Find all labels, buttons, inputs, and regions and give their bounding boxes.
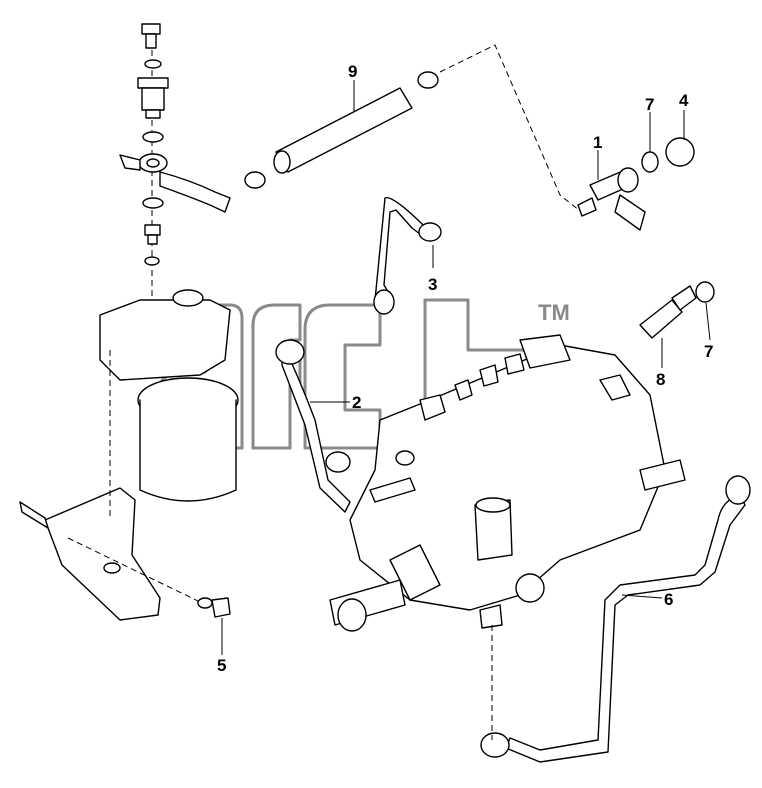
hollow-screw-8 bbox=[639, 281, 715, 339]
callout-2: 2 bbox=[352, 393, 361, 412]
fuel-hose-9 bbox=[244, 71, 439, 189]
callout-labels: 9 1 7 4 3 7 8 2 6 5 bbox=[217, 62, 713, 675]
fuel-pipe-2 bbox=[281, 341, 351, 513]
fuel-return-pipe bbox=[159, 171, 231, 213]
fuel-pipe-6 bbox=[505, 494, 746, 763]
callout-leaders bbox=[221, 80, 711, 655]
cap-nut-4 bbox=[665, 137, 695, 167]
sealing-washer-7b bbox=[695, 281, 715, 303]
watermark-trademark: TM bbox=[538, 300, 570, 325]
fuel-filter-assembly bbox=[99, 289, 239, 502]
banjo-bolt-stack bbox=[119, 23, 169, 300]
callout-5: 5 bbox=[217, 656, 226, 675]
callout-3: 3 bbox=[428, 275, 437, 294]
callout-7-top: 7 bbox=[645, 95, 654, 114]
mounting-bracket bbox=[19, 350, 231, 621]
callout-4: 4 bbox=[679, 91, 689, 110]
callout-8: 8 bbox=[656, 370, 665, 389]
sealing-washer-7 bbox=[641, 151, 659, 173]
banjo-fitting-1 bbox=[577, 137, 695, 231]
callout-1: 1 bbox=[593, 133, 602, 152]
callout-6: 6 bbox=[664, 590, 673, 609]
callout-9: 9 bbox=[348, 62, 357, 81]
injection-pump bbox=[329, 334, 686, 632]
callout-7-right: 7 bbox=[704, 342, 713, 361]
nut-5 bbox=[211, 597, 231, 618]
